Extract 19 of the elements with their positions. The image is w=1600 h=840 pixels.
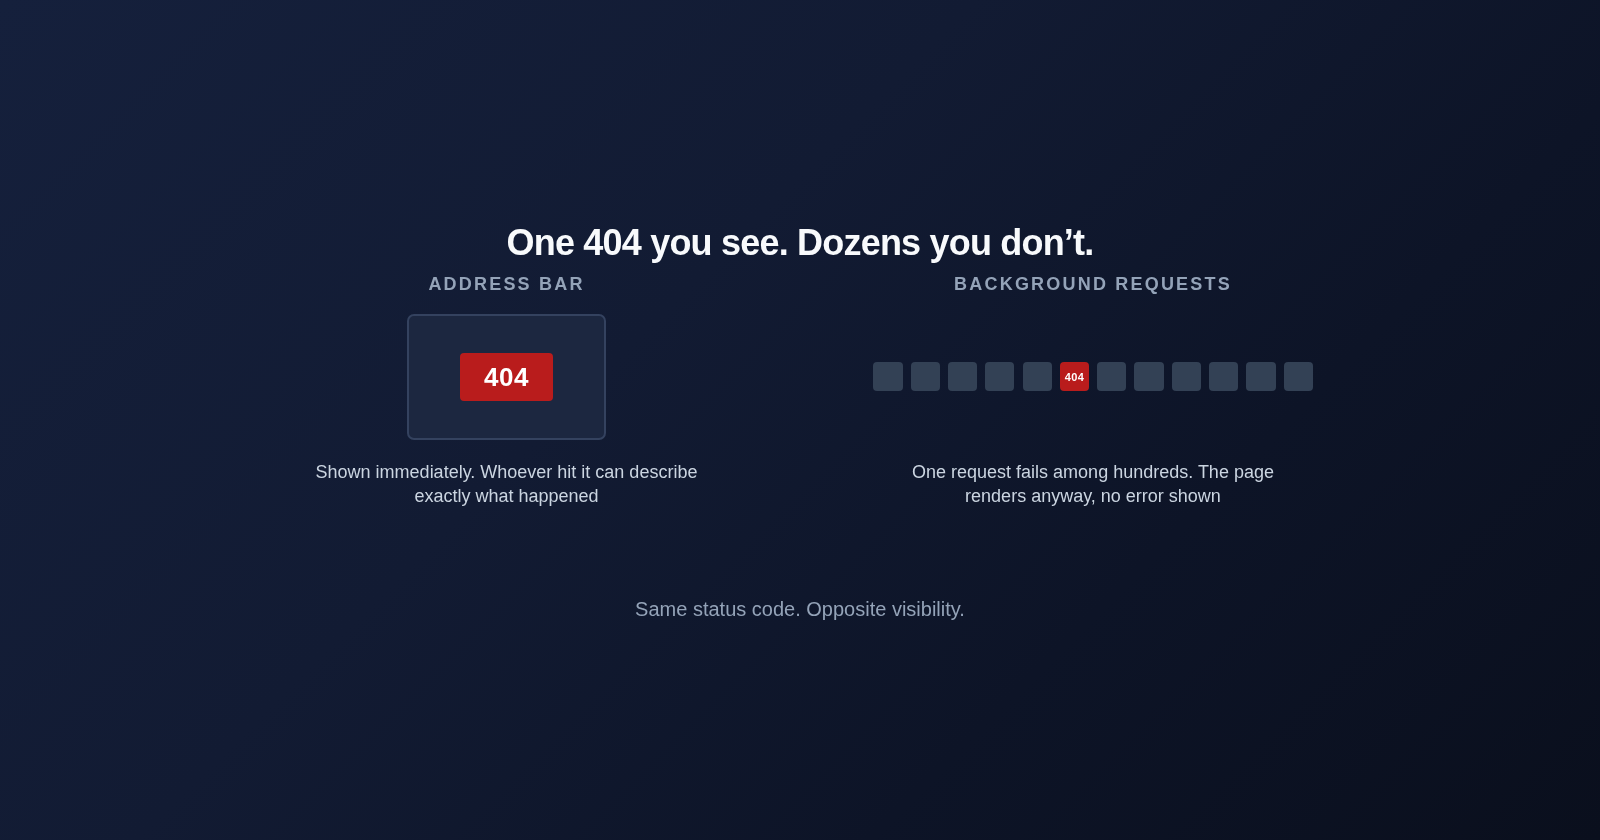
error-tile: 404 xyxy=(1059,362,1090,392)
section-heading: BACKGROUND REQUESTS xyxy=(954,273,1232,295)
request-tile xyxy=(1246,362,1276,392)
title: One 404 you see. Dozens you don’t. xyxy=(505,222,1095,264)
description-text: Shown immediately. Whoever hit it can describe exactly what happened xyxy=(314,461,699,508)
caption-text: Same status code. Opposite visibility. xyxy=(634,597,966,621)
request-tile xyxy=(947,362,978,392)
request-tile xyxy=(873,362,903,392)
request-tile xyxy=(985,362,1015,392)
request-tile xyxy=(1283,362,1313,392)
section-heading: ADDRESS BAR xyxy=(428,273,585,295)
request-tile xyxy=(1022,362,1052,392)
description-text: One request fails among hundreds. The page renders anyway, no error shown xyxy=(911,461,1275,508)
request-tile xyxy=(910,362,940,392)
request-tile xyxy=(1209,362,1239,392)
error-badge: 404 xyxy=(460,353,553,401)
request-tile xyxy=(1171,362,1201,392)
request-tile xyxy=(1134,362,1164,392)
request-tile xyxy=(1097,362,1127,392)
